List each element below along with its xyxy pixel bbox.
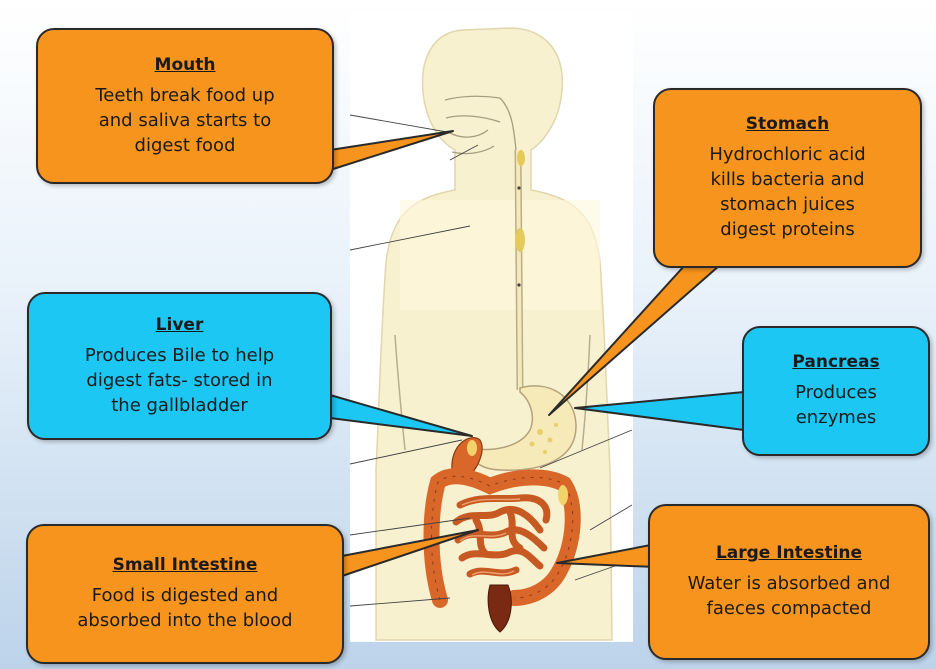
liver-title: Liver xyxy=(156,315,204,335)
stomach-description: Hydrochloric acid kills bacteria and sto… xyxy=(709,142,865,242)
small-intestine-callout: Small Intestine Food is digested and abs… xyxy=(26,524,344,664)
stomach-callout: Stomach Hydrochloric acid kills bacteria… xyxy=(653,88,922,268)
mouth-description: Teeth break food up and saliva starts to… xyxy=(95,83,274,158)
liver-description: Produces Bile to help digest fats- store… xyxy=(85,343,274,418)
appendix xyxy=(558,485,568,505)
gallbladder xyxy=(467,440,477,456)
large-intestine-description: Water is absorbed and faeces compacted xyxy=(688,571,891,621)
pancreas-description: Produces enzymes xyxy=(795,380,877,430)
food-bolus xyxy=(517,150,525,166)
small-intestine-title: Small Intestine xyxy=(113,555,258,575)
mouth-callout: Mouth Teeth break food up and saliva sta… xyxy=(36,28,334,184)
food-bolus xyxy=(515,228,525,252)
pancreas-title: Pancreas xyxy=(792,352,879,372)
large-intestine-callout: Large Intestine Water is absorbed and fa… xyxy=(648,504,930,660)
stomach-title: Stomach xyxy=(746,114,829,134)
pancreas-callout: Pancreas Produces enzymes xyxy=(742,326,930,456)
mouth-title: Mouth xyxy=(155,55,216,75)
large-intestine-title: Large Intestine xyxy=(716,543,862,563)
small-intestine-description: Food is digested and absorbed into the b… xyxy=(77,583,292,633)
liver-callout: Liver Produces Bile to help digest fats-… xyxy=(27,292,332,440)
